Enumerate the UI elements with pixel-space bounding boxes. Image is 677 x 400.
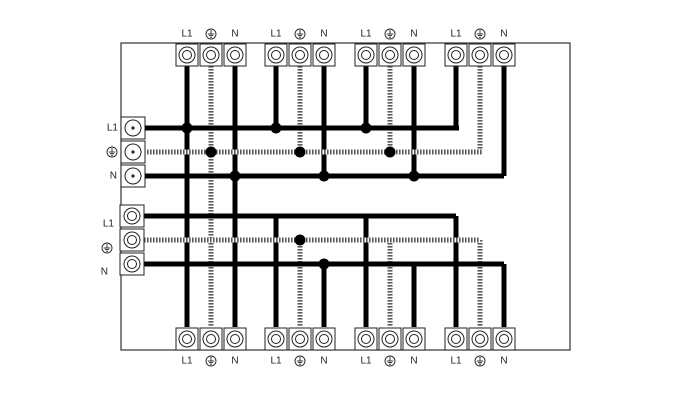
earth-ground-icon [294, 355, 306, 367]
n-label: N [231, 356, 238, 367]
enclosure-frame [120, 42, 571, 351]
n-label: N [410, 29, 417, 40]
n-label: N [110, 171, 117, 182]
terminal-screw-icon [354, 327, 378, 351]
terminal-screw-icon [223, 43, 247, 67]
conductors [140, 66, 507, 327]
terminal-screw-icon [175, 43, 199, 67]
bottom-earth-conductor [477, 240, 483, 327]
l1-label: L1 [270, 356, 282, 367]
left-terminal-block-a [120, 116, 146, 188]
terminal-screw-icon [288, 327, 312, 351]
terminal-screw-icon [119, 252, 145, 276]
junction-dot-icon [294, 234, 306, 246]
top-terminal-group [354, 43, 426, 67]
earth-ground-icon [384, 28, 396, 40]
terminal-screw-icon [444, 327, 468, 351]
earth-ground-icon [474, 355, 486, 367]
top-earth-conductor [208, 66, 214, 152]
terminal-screw-icon [264, 43, 288, 67]
terminal-screw-icon [468, 327, 492, 351]
n-label: N [410, 356, 417, 367]
terminal-screw-icon [264, 327, 288, 351]
top-earth-conductor [387, 66, 393, 152]
bottom-terminal-group [264, 327, 336, 351]
junctions [181, 122, 420, 270]
earth-ground-icon [294, 28, 306, 40]
l1-label: L1 [360, 356, 372, 367]
l1-label: L1 [450, 356, 462, 367]
n-label: N [500, 356, 507, 367]
terminal-screw-icon [468, 43, 492, 67]
bottom-terminal-group [354, 327, 426, 351]
terminal-screw-icon [492, 327, 516, 351]
earth-ground-icon [474, 28, 486, 40]
terminal-screw-icon [312, 327, 336, 351]
junction-dot-icon [229, 170, 241, 182]
junction-dot-icon [270, 122, 282, 134]
earth-ground-icon [205, 28, 217, 40]
terminal-screw-icon [223, 327, 247, 351]
junction-dot-icon [318, 170, 330, 182]
terminal-screw-icon [492, 43, 516, 67]
left-terminal-block-b [119, 204, 145, 276]
terminal-screw-icon [378, 327, 402, 351]
earth-ground-icon [384, 355, 396, 367]
bottom-terminal-group [444, 327, 516, 351]
terminal-screw-icon [119, 228, 145, 252]
junction-dot-icon [205, 146, 217, 158]
top-terminal-group [264, 43, 336, 67]
junction-dot-icon [318, 258, 330, 270]
terminal-screw-icon [120, 164, 146, 188]
junction-dot-icon [360, 122, 372, 134]
earth-ground-icon [101, 242, 113, 254]
l1-label: L1 [181, 29, 193, 40]
bottom-earth-conductor [387, 240, 393, 327]
top-terminal-group [444, 43, 516, 67]
l1-label: L1 [107, 123, 119, 134]
terminal-screw-icon [175, 327, 199, 351]
terminal-screw-icon [444, 43, 468, 67]
l1-label: L1 [103, 219, 115, 230]
n-label: N [231, 29, 238, 40]
terminal-screw-icon [120, 116, 146, 140]
top-terminal-group [175, 43, 247, 67]
n-label: N [320, 29, 327, 40]
junction-dot-icon [294, 146, 306, 158]
terminal-screw-icon [288, 43, 312, 67]
terminal-screw-icon [199, 327, 223, 351]
l1-label: L1 [270, 29, 282, 40]
terminal-screw-icon [402, 43, 426, 67]
l1-label: L1 [360, 29, 372, 40]
bus-b-earth [140, 237, 480, 243]
earth-ground-icon [205, 355, 217, 367]
l1-label: L1 [450, 29, 462, 40]
n-label: N [101, 267, 108, 278]
terminal-screw-icon [312, 43, 336, 67]
earth-ground-icon [106, 146, 118, 158]
terminal-screw-icon [199, 43, 223, 67]
junction-dot-icon [408, 170, 420, 182]
top-earth-conductor [297, 66, 303, 152]
n-label: N [320, 356, 327, 367]
bus-a-earth [140, 149, 483, 155]
top-earth-conductor [477, 66, 483, 152]
terminal-screw-icon [378, 43, 402, 67]
bottom-terminal-group [175, 327, 247, 351]
bottom-earth-conductor [297, 240, 303, 327]
junction-dot-icon [384, 146, 396, 158]
terminal-screw-icon [402, 327, 426, 351]
l1-label: L1 [181, 356, 193, 367]
terminal-screw-icon [120, 140, 146, 164]
junction-dot-icon [181, 122, 193, 134]
n-label: N [500, 29, 507, 40]
terminal-screw-icon [119, 204, 145, 228]
terminal-blocks [119, 43, 516, 351]
terminal-screw-icon [354, 43, 378, 67]
